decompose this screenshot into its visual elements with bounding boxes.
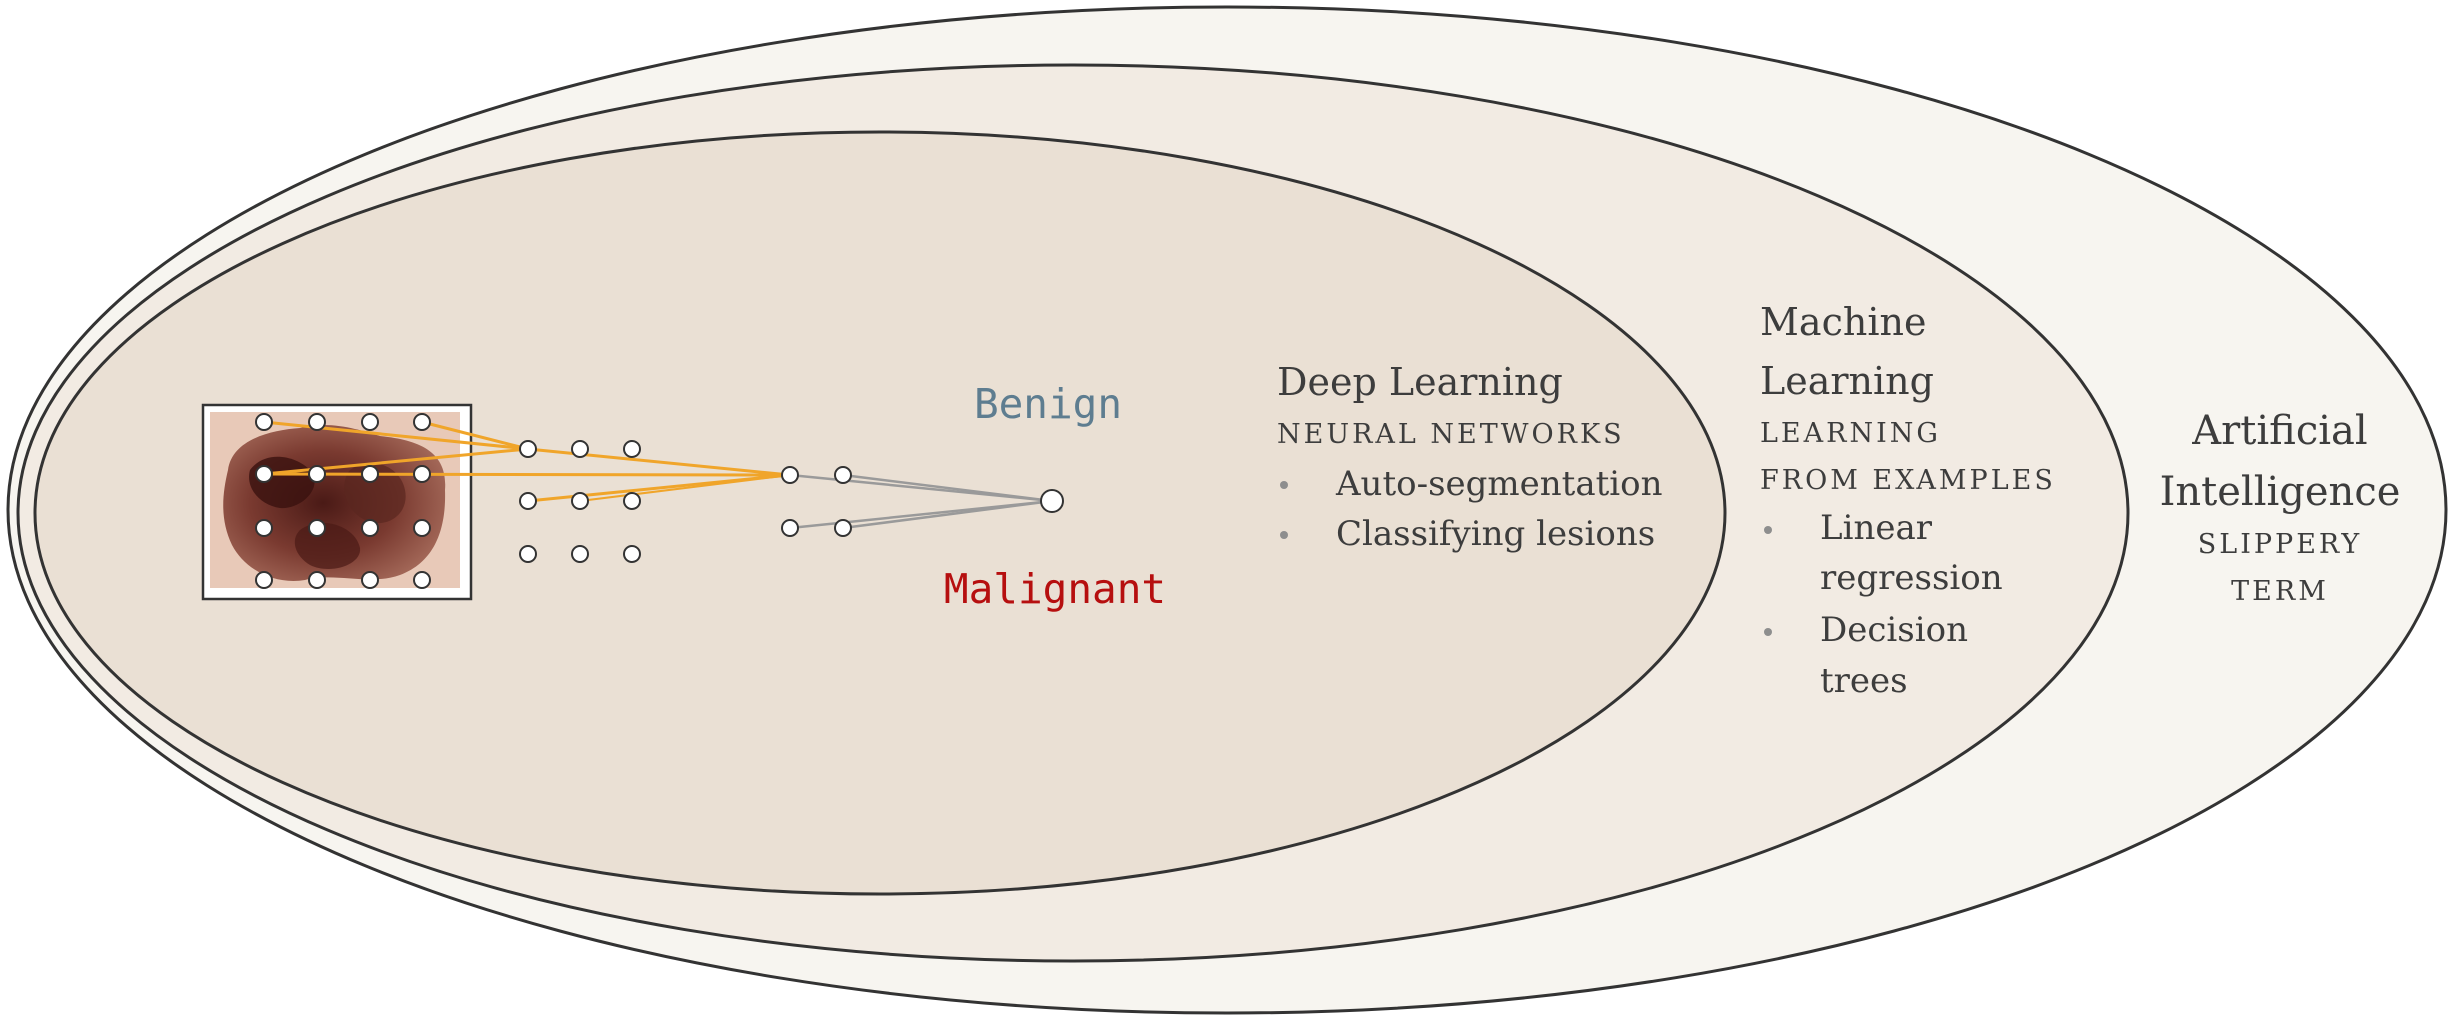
ai-subtitle-line2: TERM	[2231, 576, 2329, 607]
ai-title-line1: Artificial	[2191, 408, 2367, 454]
network-connections	[263, 420, 1053, 530]
ml-item-0-line2: regression	[1820, 558, 2003, 598]
ml-item-1-line1: Decision	[1820, 610, 1968, 650]
network-connection	[263, 447, 529, 476]
network-node	[519, 545, 537, 563]
network-connection	[842, 499, 1053, 530]
dl-title: Deep Learning	[1277, 360, 1563, 404]
bullet-icon	[1764, 628, 1772, 636]
ai-title-line2: Intelligence	[2160, 469, 2401, 515]
network-connection	[842, 473, 1053, 503]
network-node	[255, 519, 273, 537]
network-node	[571, 440, 589, 458]
bullet-icon	[1280, 481, 1288, 489]
bullet-icon	[1764, 526, 1772, 534]
network-node	[623, 440, 641, 458]
network-node	[781, 466, 799, 484]
network-node	[519, 492, 537, 510]
network-node	[1040, 489, 1064, 513]
network-node	[623, 492, 641, 510]
network-node	[308, 413, 326, 431]
network-node	[413, 413, 431, 431]
network-nodes	[255, 413, 1064, 589]
network-connection	[421, 420, 529, 451]
network-node	[255, 465, 273, 483]
ai-subtitle-line1: SLIPPERY	[2198, 529, 2362, 560]
benign-label: Benign	[974, 380, 1122, 428]
ml-title-line1: Machine	[1760, 300, 1926, 344]
network-node	[308, 465, 326, 483]
network-node	[413, 571, 431, 589]
ml-item-0-line1: Linear	[1820, 508, 1933, 548]
dl-item-1: Classifying lesions	[1336, 514, 1655, 554]
bullet-icon	[1280, 531, 1288, 539]
network-node	[361, 519, 379, 537]
network-node	[255, 413, 273, 431]
ml-subtitle-line1: LEARNING	[1760, 418, 1941, 449]
ml-title-line2: Learning	[1760, 359, 1934, 403]
network-connection	[263, 472, 791, 477]
network-node	[571, 545, 589, 563]
network-connection	[263, 420, 529, 451]
ml-item-1-line2: trees	[1820, 661, 1908, 701]
network-node	[623, 545, 641, 563]
dl-subtitle: NEURAL NETWORKS	[1277, 419, 1625, 450]
network-node	[361, 571, 379, 589]
network-node	[308, 571, 326, 589]
network-node	[571, 492, 589, 510]
network-node	[834, 519, 852, 537]
network-connection	[579, 474, 791, 502]
network-node	[413, 465, 431, 483]
malignant-label: Malignant	[944, 565, 1166, 613]
network-node	[255, 571, 273, 589]
dl-item-0: Auto-segmentation	[1335, 464, 1663, 504]
network-connection	[527, 447, 791, 477]
network-node	[834, 466, 852, 484]
network-node	[413, 519, 431, 537]
network-node	[308, 519, 326, 537]
network-node	[361, 465, 379, 483]
network-node	[361, 413, 379, 431]
skin-lesion-image	[201, 403, 473, 601]
network-connection	[527, 473, 791, 503]
dl-ellipse	[33, 130, 1727, 896]
network-node	[781, 519, 799, 537]
ml-subtitle-line2: FROM EXAMPLES	[1760, 465, 2056, 496]
network-node	[519, 440, 537, 458]
